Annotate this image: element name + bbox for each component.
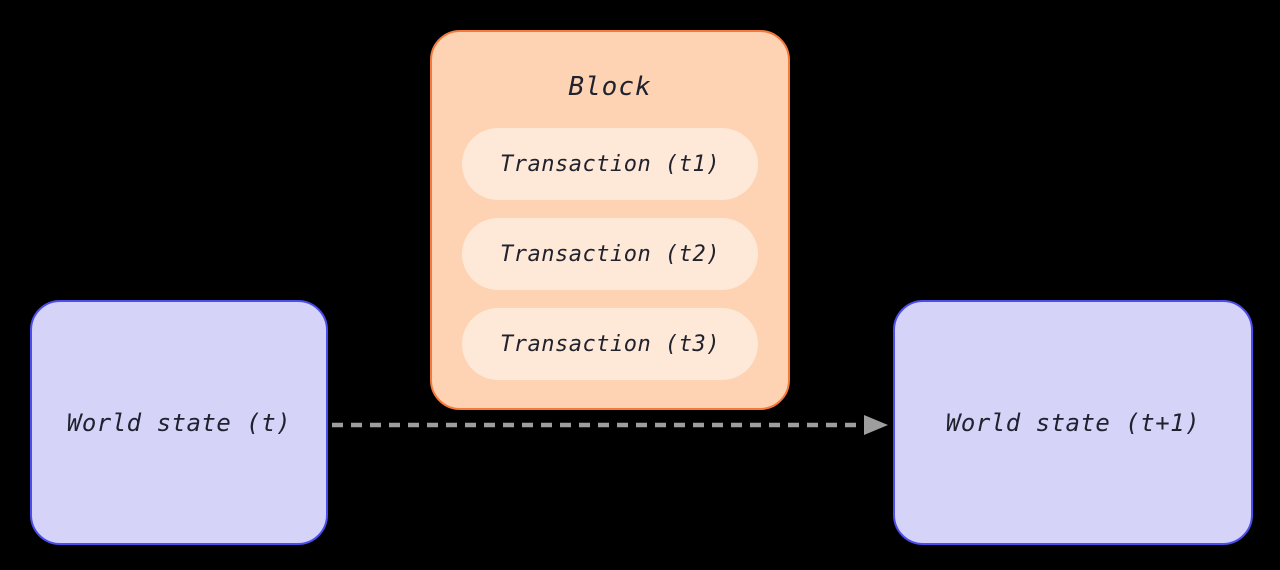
state-transition-arrow (332, 415, 888, 435)
world-state-right-label: World state (t+1) (945, 408, 1201, 437)
transaction-label: Transaction (t2) (500, 241, 720, 267)
transaction-pill: Transaction (t3) (462, 308, 758, 380)
world-state-left-box: World state (t) (30, 300, 328, 545)
transaction-label: Transaction (t1) (500, 151, 720, 177)
world-state-left-label: World state (t) (66, 408, 292, 437)
block-title: Block (568, 72, 652, 102)
transaction-pill: Transaction (t1) (462, 128, 758, 200)
transaction-label: Transaction (t3) (500, 331, 720, 357)
world-state-right-box: World state (t+1) (893, 300, 1253, 545)
arrowhead-icon (864, 415, 888, 435)
transaction-pill: Transaction (t2) (462, 218, 758, 290)
block-container: Block Transaction (t1) Transaction (t2) … (430, 30, 790, 410)
transaction-list: Transaction (t1) Transaction (t2) Transa… (462, 128, 758, 380)
